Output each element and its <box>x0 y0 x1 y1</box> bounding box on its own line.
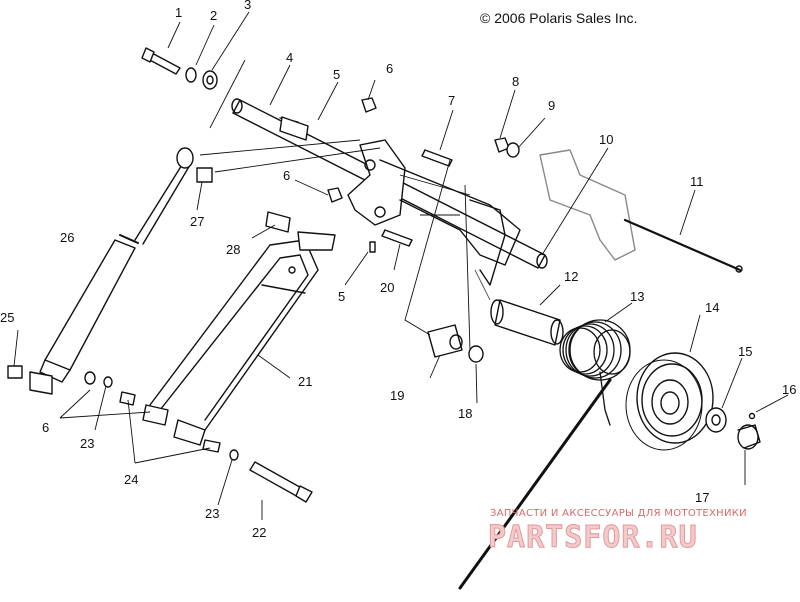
callout-11: 11 <box>690 174 704 189</box>
shock-absorber <box>39 147 194 383</box>
callout-13: 13 <box>630 289 644 304</box>
callout-18: 18 <box>458 406 472 421</box>
callout-17: 17 <box>695 490 709 505</box>
torsion-spring <box>458 319 631 590</box>
callout-23: 23 <box>80 436 94 451</box>
bushing <box>490 299 564 346</box>
callout-26: 26 <box>60 230 74 245</box>
callout-6b: 6 <box>283 168 290 183</box>
callout-22: 22 <box>252 525 266 540</box>
callout-5: 5 <box>333 67 340 82</box>
bolt-22 <box>249 461 313 503</box>
callout-19: 19 <box>390 388 404 403</box>
callout-28: 28 <box>226 242 240 257</box>
wheel-cap <box>737 424 761 450</box>
washer-2 <box>185 67 197 83</box>
callout-27: 27 <box>190 214 204 229</box>
callout-16: 16 <box>782 382 796 397</box>
callout-8: 8 <box>512 74 519 89</box>
callout-6c: 6 <box>42 420 49 435</box>
bushing-28 <box>265 211 291 233</box>
rod <box>623 218 742 272</box>
callout-20: 20 <box>380 280 394 295</box>
bushing-25 <box>7 365 23 379</box>
callout-14: 14 <box>705 300 719 315</box>
callout-9: 9 <box>548 98 555 113</box>
callout-5b: 5 <box>338 289 345 304</box>
callout-1: 1 <box>175 5 182 20</box>
callout-2: 2 <box>210 8 217 23</box>
callout-10: 10 <box>599 132 613 147</box>
shaft-sleeve <box>279 116 309 141</box>
idler-wheel <box>625 352 714 451</box>
callout-21: 21 <box>298 374 312 389</box>
callout-25: 25 <box>0 310 14 325</box>
washer-3 <box>202 70 218 90</box>
rear-bracket <box>539 149 636 261</box>
callout-7: 7 <box>448 93 455 108</box>
grease-fitting <box>748 412 756 420</box>
callout-3: 3 <box>244 0 251 12</box>
callout-15: 15 <box>738 344 752 359</box>
washer-15 <box>705 407 727 433</box>
callout-12: 12 <box>564 269 578 284</box>
watermark-tagline: ЗАПЧАСТИ И АКСЕССУАРЫ ДЛЯ МОТОТЕХНИКИ <box>490 508 747 519</box>
bolt-1 <box>141 47 181 75</box>
callout-24: 24 <box>124 472 138 487</box>
front-arm <box>149 231 336 431</box>
callout-4: 4 <box>286 50 293 65</box>
callout-23b: 23 <box>205 506 219 521</box>
bushing-27 <box>196 167 213 183</box>
copyright-notice: © 2006 Polaris Sales Inc. <box>480 10 638 26</box>
watermark-brand[interactable]: PARTSFOR.RU <box>488 520 698 556</box>
callout-6: 6 <box>386 61 393 76</box>
bracket-assembly <box>347 139 521 286</box>
